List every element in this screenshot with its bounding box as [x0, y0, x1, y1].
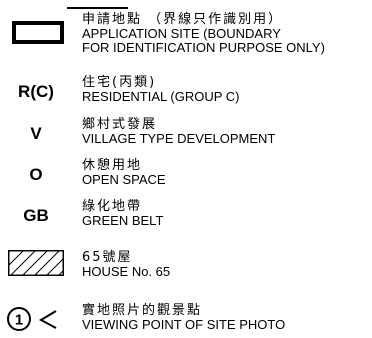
legend-label-en-line2: FOR IDENTIFICATION PURPOSE ONLY) [82, 40, 325, 55]
legend-item-village: 鄉村式發展 VILLAGE TYPE DEVELOPMENT [82, 117, 275, 146]
legend-item-viewing-point: 實地照片的觀景點 VIEWING POINT OF SITE PHOTO [82, 303, 285, 332]
house-hatch-symbol [8, 250, 64, 276]
legend-item-residential: 住宅(丙類) RESIDENTIAL (GROUP C) [82, 75, 239, 104]
zone-code-gb: GB [23, 206, 49, 225]
legend-label-zh: 鄉村式發展 [82, 117, 158, 132]
legend-label-en: VILLAGE TYPE DEVELOPMENT [82, 131, 276, 146]
legend-label-en-line1: APPLICATION SITE (BOUNDARY [82, 26, 281, 41]
viewpoint-icon: 1 [7, 307, 57, 331]
application-site-box-icon [12, 21, 64, 44]
zone-code-o: O [29, 165, 43, 184]
legend-label-en: GREEN BELT [82, 213, 164, 228]
viewpoint-number: 1 [15, 312, 23, 329]
legend-label-en: OPEN SPACE [82, 172, 166, 187]
hatched-box-icon [8, 250, 64, 276]
legend-label-zh: 申請地點 （界線只作識別用） [82, 12, 284, 27]
legend-label-en: VIEWING POINT OF SITE PHOTO [82, 317, 286, 332]
legend-top-rule [67, 7, 128, 9]
legend-item-green-belt: 綠化地帶 GREEN BELT [82, 199, 163, 228]
application-site-boundary-symbol [12, 21, 64, 44]
legend-label-en: HOUSE No. 65 [82, 264, 171, 279]
legend-item-open-space: 休憩用地 OPEN SPACE [82, 158, 166, 187]
legend-label-zh: 住宅(丙類) [82, 75, 157, 90]
legend-label-zh: 綠化地帶 [82, 199, 143, 214]
legend-item-application-site: 申請地點 （界線只作識別用） APPLICATION SITE (BOUNDAR… [82, 12, 325, 55]
viewpoint-symbol: 1 [4, 304, 68, 334]
legend-label-zh: 實地照片的觀景點 [82, 303, 203, 318]
legend-label-zh: 休憩用地 [82, 158, 143, 173]
legend-item-house-65: 65號屋 HOUSE No. 65 [82, 250, 170, 279]
zone-code-rc: R(C) [18, 82, 54, 101]
zone-code-v: V [30, 124, 42, 143]
legend-label-zh: 65號屋 [82, 250, 133, 265]
legend-label-en: RESIDENTIAL (GROUP C) [82, 89, 240, 104]
